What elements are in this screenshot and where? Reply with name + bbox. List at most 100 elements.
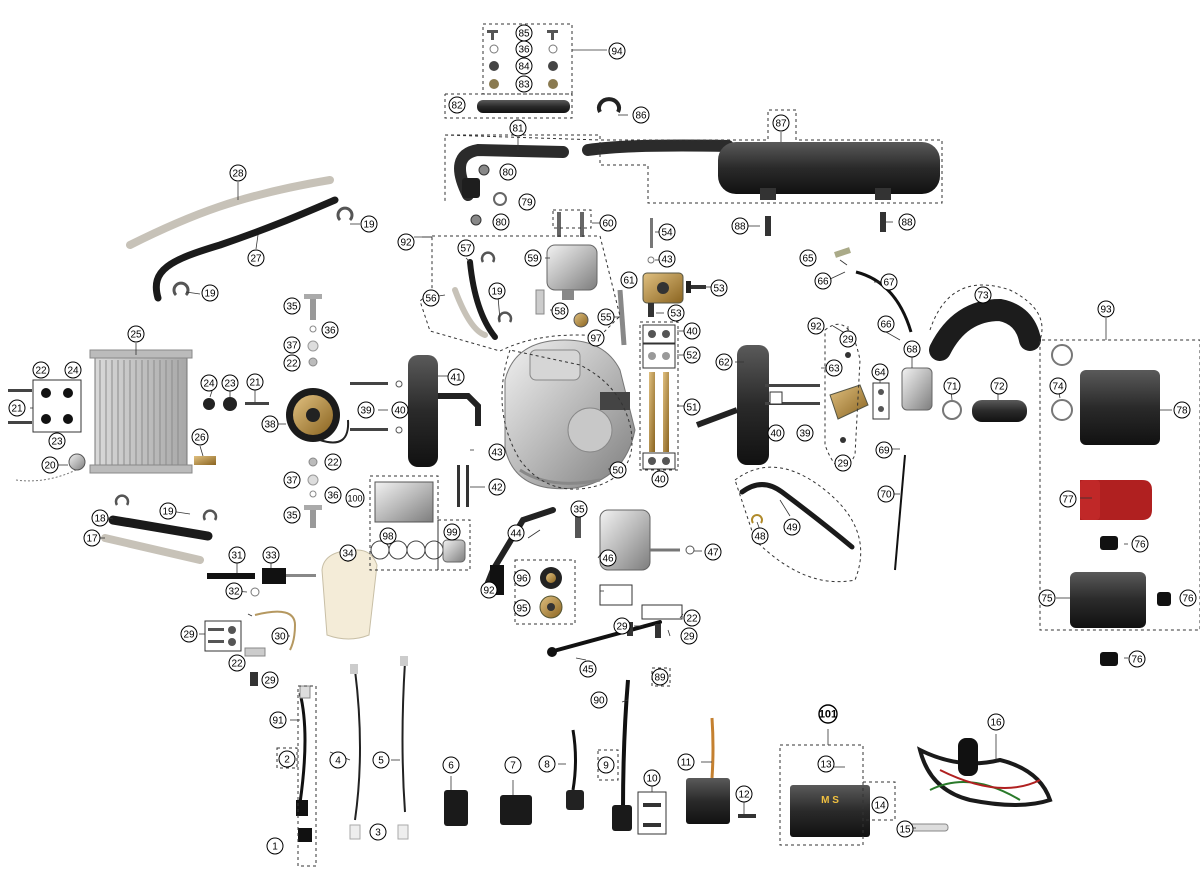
callout-number: 29 [264, 676, 276, 687]
callout-circle [658, 250, 676, 268]
callout-c36b: 36 [321, 321, 339, 339]
part-82-bracket [477, 100, 570, 113]
callout-c66b: 66 [877, 315, 895, 333]
callout-circle [447, 368, 465, 386]
callout-number: 51 [686, 403, 698, 414]
callout-number: 22 [286, 359, 298, 370]
callout-circle [943, 377, 961, 395]
part-86-clamp [597, 97, 621, 113]
callout-number: 76 [1182, 594, 1194, 605]
callout-circle [796, 424, 814, 442]
callout-circle [783, 518, 801, 536]
callout-number: 93 [1100, 305, 1112, 316]
callout-c95: 95 [513, 599, 531, 617]
callout-c29f: 29 [834, 454, 852, 472]
callout-number: 60 [602, 219, 614, 230]
callout-number: 94 [611, 47, 623, 58]
callout-c40b: 40 [651, 470, 669, 488]
callout-c84: 84 [515, 57, 533, 75]
callout-number: 73 [977, 291, 989, 302]
callout-circle [64, 361, 82, 379]
callout-circle [221, 374, 239, 392]
callout-circle [731, 217, 749, 235]
callout-circle [488, 282, 506, 300]
callout-circle [814, 272, 832, 290]
callout-circle [339, 544, 357, 562]
callout-number: 98 [382, 532, 394, 543]
part-75-cover [1070, 572, 1146, 628]
callout-circle [41, 456, 59, 474]
callout-c99: 99 [443, 523, 461, 541]
callout-circle [599, 549, 617, 567]
callout-c35a: 35 [283, 297, 301, 315]
callout-c40a: 40 [683, 322, 701, 340]
callout-number: 24 [203, 379, 215, 390]
callout-circle [283, 297, 301, 315]
callout-circle [880, 273, 898, 291]
exhaust-group [454, 30, 940, 236]
starter-group [535, 212, 627, 346]
callout-number: 83 [518, 80, 530, 91]
callout-c19d: 19 [159, 502, 177, 520]
callout-number: 43 [661, 255, 673, 266]
callout-circle [538, 755, 556, 773]
callout-circle [324, 486, 342, 504]
callout-number: 13 [820, 760, 832, 771]
callout-number: 92 [483, 586, 495, 597]
callout-number: 35 [286, 511, 298, 522]
callout-circle [513, 569, 531, 587]
callout-c98: 98 [379, 527, 397, 545]
callout-number: 40 [686, 327, 698, 338]
callout-c32: 32 [225, 582, 243, 600]
callout-circle [91, 509, 109, 527]
callout-c47: 47 [704, 543, 722, 561]
callout-c52: 52 [683, 346, 701, 364]
callout-c20: 20 [41, 456, 59, 474]
callout-circle [570, 500, 588, 518]
callout-c27: 27 [247, 249, 265, 267]
callout-circle [825, 359, 843, 377]
callout-number: 86 [635, 111, 647, 122]
callout-number: 88 [734, 222, 746, 233]
callout-c71: 71 [943, 377, 961, 395]
callout-circle [180, 625, 198, 643]
callout-c63: 63 [825, 359, 843, 377]
callout-circle [360, 215, 378, 233]
callout-circle [261, 415, 279, 433]
callout-c62: 62 [715, 353, 733, 371]
callout-circle [683, 346, 701, 364]
callout-c22b: 22 [324, 453, 342, 471]
callout-c55: 55 [597, 308, 615, 326]
callout-number: 29 [842, 335, 854, 346]
callout-number: 76 [1134, 540, 1146, 551]
callout-number: 21 [249, 378, 261, 389]
callout-c74: 74 [1049, 377, 1067, 395]
callout-c49: 49 [783, 518, 801, 536]
callout-number: 92 [810, 322, 822, 333]
callout-number: 30 [274, 632, 286, 643]
callout-number: 36 [327, 491, 339, 502]
callout-c61: 61 [620, 271, 638, 289]
part-63-intake [829, 384, 869, 420]
callout-circle [513, 599, 531, 617]
callout-number: 64 [874, 368, 886, 379]
callout-c43a: 43 [658, 250, 676, 268]
callout-circle [1038, 589, 1056, 607]
callout-circle [283, 354, 301, 372]
callout-number: 95 [516, 604, 528, 615]
callout-c29e: 29 [839, 330, 857, 348]
callout-circle [772, 114, 790, 132]
callout-number: 28 [232, 169, 244, 180]
callout-number: 54 [661, 228, 673, 239]
callout-circle [492, 213, 510, 231]
callout-number: 63 [828, 364, 840, 375]
callout-number: 8 [544, 760, 550, 771]
callout-number: 87 [775, 119, 787, 130]
callout-number: 23 [224, 379, 236, 390]
callout-circle [515, 75, 533, 93]
callout-circle [658, 223, 676, 241]
intake-block [642, 218, 706, 317]
callout-c37b: 37 [283, 471, 301, 489]
callout-c21b: 21 [246, 373, 264, 391]
